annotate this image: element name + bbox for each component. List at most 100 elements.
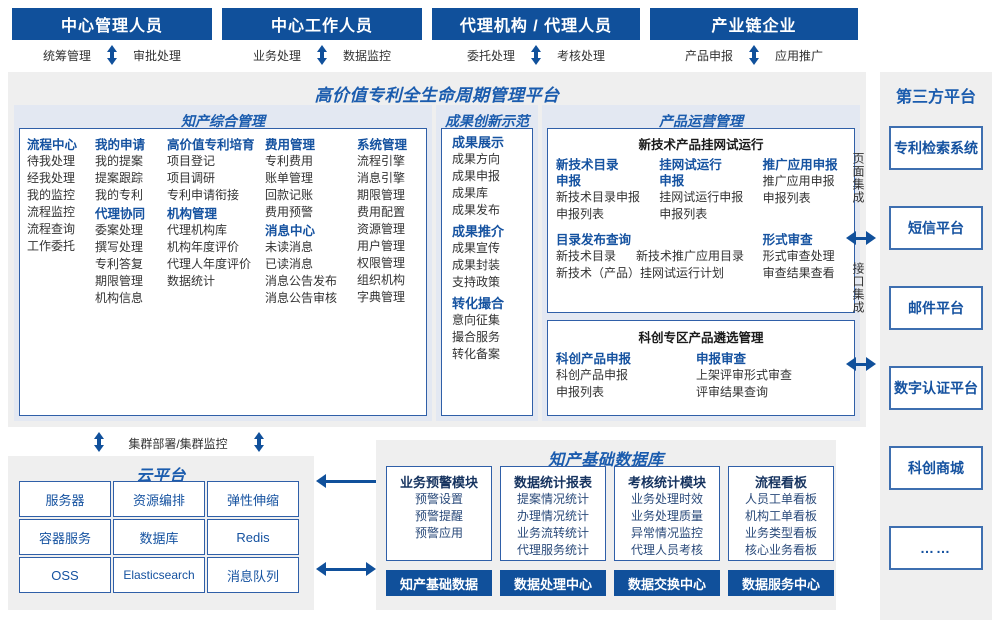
menu-item[interactable]: 用户管理	[357, 239, 406, 253]
menu-item[interactable]: 专利申请衔接	[167, 188, 240, 202]
menu-item[interactable]: 委案处理	[95, 223, 144, 237]
menu-item[interactable]: 申报列表	[556, 385, 605, 399]
menu-item[interactable]: 消息公告发布	[265, 274, 338, 288]
menu-item[interactable]: 审查结果查看	[762, 266, 835, 280]
database-item[interactable]: 提案情况统计	[516, 492, 589, 506]
database-item[interactable]: 代理服务统计	[516, 543, 589, 557]
menu-item[interactable]: 项目登记	[167, 154, 216, 168]
menu-item[interactable]: 成果发布	[452, 203, 501, 217]
menu-item[interactable]: 机构信息	[95, 291, 144, 305]
cloud-cell-8[interactable]: 消息队列	[207, 557, 299, 593]
menu-item[interactable]: 流程查询	[27, 222, 76, 236]
third-party-item-2[interactable]: 邮件平台	[889, 286, 983, 330]
menu-item[interactable]: 流程引擎	[357, 154, 406, 168]
menu-item[interactable]: 费用预警	[265, 205, 314, 219]
database-item[interactable]: 核心业务看板	[744, 543, 817, 557]
menu-item[interactable]: 流程监控	[27, 205, 76, 219]
menu-item[interactable]: 我的监控	[27, 188, 76, 202]
cloud-cell-2[interactable]: 弹性伸缩	[207, 481, 299, 517]
menu-item[interactable]: 期限管理	[357, 188, 406, 202]
menu-item[interactable]: 形式审查处理	[762, 249, 835, 263]
menu-item[interactable]: 权限管理	[357, 256, 406, 270]
third-party-item-3[interactable]: 数字认证平台	[889, 366, 983, 410]
cloud-cell-5[interactable]: Redis	[207, 519, 299, 555]
menu-item[interactable]: 科创产品申报	[556, 368, 629, 382]
database-item[interactable]: 业务流转统计	[516, 526, 589, 540]
cloud-cell-4[interactable]: 数据库	[113, 519, 205, 555]
menu-item[interactable]: 专利答复	[95, 257, 144, 271]
menu-item[interactable]: 申报列表	[556, 207, 605, 221]
menu-item[interactable]: 新技术推广应用目录	[636, 249, 745, 263]
third-party-item-4[interactable]: 科创商城	[889, 446, 983, 490]
menu-item[interactable]: 期限管理	[95, 274, 144, 288]
menu-item[interactable]: 我的专利	[95, 188, 144, 202]
third-party-item-5[interactable]: ……	[889, 526, 983, 570]
database-item[interactable]: 预警应用	[414, 526, 463, 540]
menu-item[interactable]: 未读消息	[265, 240, 314, 254]
role-bar-2[interactable]: 代理机构 / 代理人员	[432, 8, 640, 40]
menu-item[interactable]: 组织机构	[357, 273, 406, 287]
menu-item[interactable]: 工作委托	[27, 239, 76, 253]
menu-item[interactable]: 消息引擎	[357, 171, 406, 185]
menu-item[interactable]: 我的提案	[95, 154, 144, 168]
role-bar-3[interactable]: 产业链企业	[650, 8, 858, 40]
menu-item[interactable]: 新技术目录	[556, 249, 617, 263]
menu-item[interactable]: 挂网试运行申报	[659, 190, 744, 204]
third-party-item-1[interactable]: 短信平台	[889, 206, 983, 250]
menu-item[interactable]: 上架评审形式审查	[696, 368, 793, 382]
menu-item[interactable]: 申报列表	[659, 207, 708, 221]
menu-item[interactable]: 代理人年度评价	[167, 257, 252, 271]
database-footer-2[interactable]: 数据交换中心	[614, 570, 720, 596]
third-party-item-0[interactable]: 专利检索系统	[889, 126, 983, 170]
menu-item[interactable]: 已读消息	[265, 257, 314, 271]
menu-item[interactable]: 回款记账	[265, 188, 314, 202]
menu-item[interactable]: 费用配置	[357, 205, 406, 219]
menu-item[interactable]: 撰写处理	[95, 240, 144, 254]
database-item[interactable]: 异常情况监控	[630, 526, 703, 540]
menu-item[interactable]: 新技术目录申报	[556, 190, 641, 204]
menu-item[interactable]: 经我处理	[27, 171, 76, 185]
menu-item[interactable]: 资源管理	[357, 222, 406, 236]
menu-item[interactable]: 数据统计	[167, 274, 216, 288]
cloud-cell-7[interactable]: Elasticsearch	[113, 557, 205, 593]
database-footer-0[interactable]: 知产基础数据	[386, 570, 492, 596]
cloud-cell-0[interactable]: 服务器	[19, 481, 111, 517]
cloud-cell-6[interactable]: OSS	[19, 557, 111, 593]
menu-item[interactable]: 代理机构库	[167, 223, 228, 237]
role-bar-0[interactable]: 中心管理人员	[12, 8, 212, 40]
menu-item[interactable]: 账单管理	[265, 171, 314, 185]
menu-item[interactable]: 字典管理	[357, 290, 406, 304]
database-item[interactable]: 预警提醒	[414, 509, 463, 523]
menu-item[interactable]: 提案跟踪	[95, 171, 144, 185]
database-item[interactable]: 代理人员考核	[630, 543, 703, 557]
database-footer-1[interactable]: 数据处理中心	[500, 570, 606, 596]
database-item[interactable]: 预警设置	[414, 492, 463, 506]
role-bar-1[interactable]: 中心工作人员	[222, 8, 422, 40]
menu-item[interactable]: 消息公告审核	[265, 291, 338, 305]
menu-item[interactable]: 评审结果查询	[696, 385, 769, 399]
menu-item[interactable]: 成果库	[452, 186, 489, 200]
menu-item[interactable]: 成果宣传	[452, 241, 501, 255]
database-footer-3[interactable]: 数据服务中心	[728, 570, 834, 596]
menu-item[interactable]: 支持政策	[452, 275, 501, 289]
menu-item[interactable]: 成果封装	[452, 258, 501, 272]
database-item[interactable]: 机构工单看板	[744, 509, 817, 523]
menu-item[interactable]: 撮合服务	[452, 330, 501, 344]
database-item[interactable]: 人员工单看板	[744, 492, 817, 506]
database-item[interactable]: 业务处理时效	[630, 492, 703, 506]
menu-item[interactable]: 推广应用申报	[762, 174, 835, 188]
menu-item[interactable]: 新技术（产品）挂网试运行计划	[556, 266, 725, 280]
menu-item[interactable]: 意向征集	[452, 313, 501, 327]
menu-item[interactable]: 转化备案	[452, 347, 501, 361]
menu-item[interactable]: 申报列表	[762, 191, 811, 205]
database-item[interactable]: 业务处理质量	[630, 509, 703, 523]
menu-item[interactable]: 专利费用	[265, 154, 314, 168]
database-item[interactable]: 业务类型看板	[744, 526, 817, 540]
menu-item[interactable]: 成果方向	[452, 152, 501, 166]
cloud-cell-3[interactable]: 容器服务	[19, 519, 111, 555]
menu-item[interactable]: 待我处理	[27, 154, 76, 168]
cloud-cell-1[interactable]: 资源编排	[113, 481, 205, 517]
menu-item[interactable]: 机构年度评价	[167, 240, 240, 254]
menu-item[interactable]: 成果申报	[452, 169, 501, 183]
database-item[interactable]: 办理情况统计	[516, 509, 589, 523]
